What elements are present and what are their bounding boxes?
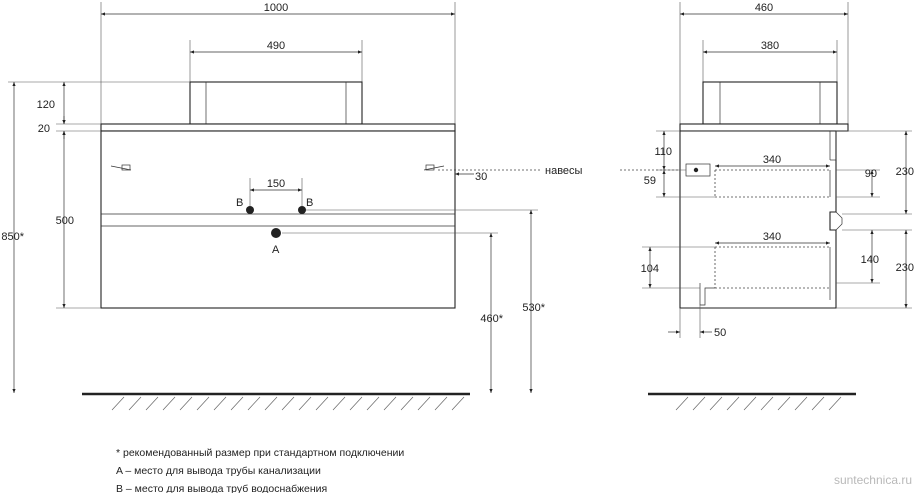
hatch-stroke: [162, 396, 176, 411]
hinges-label: навесы: [545, 165, 583, 177]
dim-basin-width-label: 490: [267, 40, 285, 52]
cabinet-front: [100, 130, 456, 309]
hatch-stroke: [811, 396, 825, 411]
dimension-230-top: 230: [896, 131, 914, 214]
dim-140-label: 140: [861, 254, 879, 266]
hatch-stroke: [451, 396, 465, 411]
hatch-stroke: [315, 396, 329, 411]
dimension-drain-height: 460*: [480, 233, 504, 393]
dim-50-label: 50: [714, 327, 726, 339]
hatch-stroke: [760, 396, 774, 411]
dim-110-label: 110: [654, 146, 672, 158]
dim-supply-height-label: 530*: [522, 302, 545, 314]
hatch-stroke: [349, 396, 363, 411]
hatch-stroke: [247, 396, 261, 411]
dimension-90: 90: [865, 168, 877, 197]
hinge-right-mark: [423, 164, 445, 171]
hatch-stroke: [179, 396, 193, 411]
dimension-basin-depth: 380: [703, 40, 837, 54]
dim-59-label: 59: [644, 175, 656, 187]
front-view: 1000 490 навесы 30: [1, 2, 696, 411]
dim-depth-total-label: 460: [755, 2, 773, 14]
dimension-basin-width: 490: [190, 40, 362, 54]
hatch-stroke: [111, 396, 125, 411]
hatch-stroke: [400, 396, 414, 411]
hatch-stroke: [383, 396, 397, 411]
floor-hatch-front: [111, 396, 465, 411]
supply-point-right: [298, 206, 306, 214]
dim-basin-height-label: 120: [37, 99, 55, 111]
hatch-stroke: [794, 396, 808, 411]
dimension-total-height: 850*: [1, 82, 25, 393]
hatch-stroke: [434, 396, 448, 411]
drawer-bottom: [714, 246, 831, 300]
drain-pipe: [699, 283, 715, 306]
label-b-left: B: [236, 197, 243, 209]
label-a: A: [272, 244, 280, 256]
note-2: A – место для вывода трубы канализации: [116, 465, 321, 477]
hatch-stroke: [709, 396, 723, 411]
dim-230-bottom-label: 230: [896, 262, 914, 274]
dimension-width-total: 1000: [101, 2, 455, 16]
dimension-110: 110: [654, 131, 672, 170]
hatch-stroke: [230, 396, 244, 411]
dim-side-offset-label: 30: [475, 171, 487, 183]
dim-total-height-label: 850*: [1, 231, 24, 243]
hatch-stroke: [196, 396, 210, 411]
hatch-stroke: [777, 396, 791, 411]
basin: [189, 81, 363, 125]
side-view: 460 380: [641, 2, 914, 411]
watermark: suntechnica.ru: [834, 473, 912, 487]
hatch-stroke: [417, 396, 431, 411]
dimension-230-bottom: 230: [896, 230, 914, 308]
hatch-stroke: [366, 396, 380, 411]
dimension-104: 104: [641, 247, 659, 288]
hatch-stroke: [264, 396, 278, 411]
dim-drawer-depth-top-label: 340: [763, 154, 781, 166]
note-1: * рекомендованный размер при стандартном…: [116, 447, 404, 459]
hatch-stroke: [281, 396, 295, 411]
drain-point: [271, 228, 281, 238]
note-3: B – место для вывода труб водоснабжения: [116, 483, 327, 493]
hatch-stroke: [828, 396, 842, 411]
hatch-stroke: [213, 396, 227, 411]
dim-basin-depth-label: 380: [761, 40, 779, 52]
hatch-stroke: [726, 396, 740, 411]
hinge-left-mark: [110, 164, 132, 171]
dimension-top-thickness: 20: [38, 116, 66, 139]
dim-90-label: 90: [865, 168, 877, 180]
hatch-stroke: [743, 396, 757, 411]
cabinet-side: [679, 130, 837, 309]
dim-cabinet-height-label: 500: [56, 215, 74, 227]
floor-hatch-side: [675, 396, 842, 411]
dim-104-label: 104: [641, 263, 659, 275]
dimension-140: 140: [861, 230, 879, 283]
hatch-stroke: [298, 396, 312, 411]
dimension-supply-height: 530*: [522, 210, 546, 393]
hatch-stroke: [332, 396, 346, 411]
dimension-basin-height: 120: [37, 82, 66, 124]
dim-pipe-spacing-label: 150: [267, 178, 285, 190]
notes: * рекомендованный размер при стандартном…: [116, 447, 404, 493]
hatch-stroke: [692, 396, 706, 411]
basin-side: [702, 81, 838, 125]
hatch-stroke: [145, 396, 159, 411]
hatch-stroke: [675, 396, 689, 411]
dim-width-total-label: 1000: [264, 2, 288, 14]
countertop: [100, 123, 456, 132]
dim-top-thickness-label: 20: [38, 123, 50, 135]
dimension-59: 59: [644, 170, 666, 197]
supply-point-left: [246, 206, 254, 214]
dim-230-top-label: 230: [896, 166, 914, 178]
drawer-top: [714, 169, 831, 198]
dimension-depth-total: 460: [680, 2, 848, 16]
dim-drawer-depth-bottom-label: 340: [763, 231, 781, 243]
dimension-cabinet-height: 500: [56, 131, 74, 308]
label-b-right: B: [306, 197, 313, 209]
dim-drain-height-label: 460*: [480, 313, 503, 325]
countertop-side: [679, 123, 849, 132]
hatch-stroke: [128, 396, 142, 411]
